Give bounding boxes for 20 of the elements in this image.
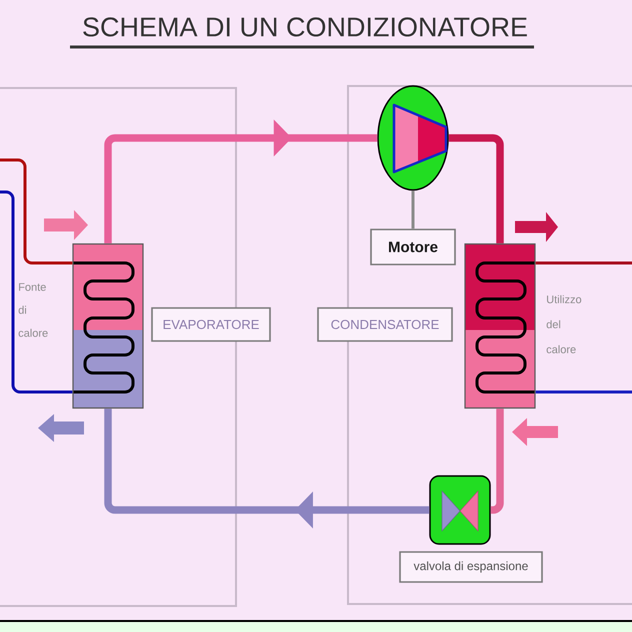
pipe bbox=[536, 262, 632, 264]
pipe bbox=[0, 158, 72, 264]
label-box: EVAPORATORE bbox=[151, 307, 271, 342]
pipe bbox=[0, 190, 72, 394]
compressor-symbol bbox=[377, 85, 449, 191]
label-text: Utilizzo del calore bbox=[546, 295, 582, 354]
heat-exchanger bbox=[72, 243, 144, 409]
title: SCHEMA DI UN CONDIZIONATORE bbox=[83, 17, 527, 37]
pipe bbox=[489, 408, 504, 514]
heat-exchanger bbox=[464, 243, 536, 409]
label-box: CONDENSATORE bbox=[317, 307, 453, 342]
pipe bbox=[104, 408, 430, 529]
label-box: Motore bbox=[370, 228, 456, 266]
label-text: Fonte di calore bbox=[18, 283, 48, 337]
label-box: valvola di espansione bbox=[399, 551, 543, 583]
pipe bbox=[104, 119, 378, 244]
valve-symbol bbox=[429, 475, 491, 545]
pipe bbox=[536, 390, 632, 394]
connector-line bbox=[412, 190, 414, 229]
pipe bbox=[448, 134, 504, 244]
